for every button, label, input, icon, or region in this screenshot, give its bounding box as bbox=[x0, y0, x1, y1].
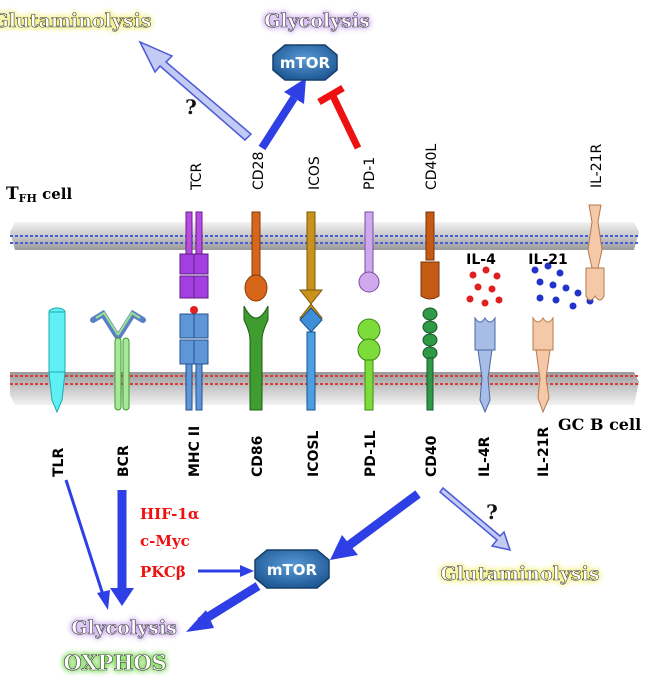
il21r-b-receptor bbox=[532, 316, 554, 414]
glutaminolysis-top-label: Glutaminolysis bbox=[0, 10, 152, 32]
arrow-mtor-glycolysis bbox=[186, 582, 261, 632]
pd1-label: PD-1 bbox=[362, 157, 378, 190]
il4-cytokines bbox=[466, 266, 503, 307]
oxphos-label: OXPHOS bbox=[63, 650, 166, 675]
arrow-pkc-mtor bbox=[198, 565, 254, 577]
pd1l-label: PD-1L bbox=[363, 430, 379, 477]
mtor-top-label: mTOR bbox=[280, 54, 331, 72]
arrow-cd40-glutaminolysis bbox=[438, 486, 512, 552]
il21r-tfh-receptor bbox=[585, 204, 605, 301]
il4r-receptor bbox=[474, 316, 496, 414]
icosl-label: ICOSL bbox=[306, 431, 322, 477]
mtor-top-node: mTOR bbox=[272, 44, 338, 81]
glycolysis-bottom-label: Glycolysis bbox=[71, 617, 177, 639]
question-top-label: ? bbox=[185, 95, 197, 119]
il4-label: IL-4 bbox=[466, 252, 496, 268]
arrow-cd40-mtor bbox=[330, 490, 421, 560]
gcb-cell-label: GC B cell bbox=[558, 415, 641, 434]
cd40l-cd40-complex bbox=[420, 211, 440, 411]
il21r-b-label: IL-21R bbox=[536, 427, 552, 477]
icos-icosl-complex bbox=[298, 211, 324, 411]
mtor-bottom-label: mTOR bbox=[267, 561, 318, 579]
cd28-cd86-complex bbox=[243, 211, 269, 411]
hif1a-label: HIF-1α bbox=[140, 505, 200, 523]
mtor-bottom-node: mTOR bbox=[254, 549, 330, 589]
arrow-tlr-glycolysis bbox=[64, 479, 110, 610]
glutaminolysis-bottom-label: Glutaminolysis bbox=[440, 563, 599, 585]
cd40l-label: CD40L bbox=[424, 144, 440, 190]
icos-label: ICOS bbox=[307, 156, 323, 190]
il21r-tfh-label: IL-21R bbox=[589, 143, 605, 188]
tlr-label: TLR bbox=[51, 448, 67, 477]
il4r-label: IL-4R bbox=[477, 436, 493, 477]
tcr-label: TCR bbox=[189, 162, 205, 191]
il21-cytokines bbox=[531, 262, 594, 310]
arrow-bcr-glycolysis bbox=[110, 490, 134, 606]
inhibit-pd1-mtor bbox=[317, 84, 362, 150]
pkcb-label: PKCβ bbox=[140, 563, 186, 581]
tfh-cell-label: TFH cell bbox=[6, 184, 72, 205]
tfh-membrane bbox=[10, 222, 639, 250]
il21-label: IL-21 bbox=[528, 252, 567, 268]
cd86-label: CD86 bbox=[250, 436, 266, 477]
cd40-label: CD40 bbox=[424, 435, 440, 477]
cmyc-label: c-Myc bbox=[140, 532, 190, 550]
arrow-cd28-mtor bbox=[258, 78, 306, 151]
tlr-receptor bbox=[48, 307, 66, 414]
arrow-cd28-glutaminolysis bbox=[138, 40, 253, 142]
mhc2-label: MHC II bbox=[187, 426, 203, 477]
tcr-mhc-complex bbox=[179, 211, 209, 411]
glycolysis-top-label: Glycolysis bbox=[264, 10, 370, 32]
cd28-label: CD28 bbox=[251, 152, 267, 190]
pd1-pdl1-complex bbox=[357, 211, 381, 411]
question-bottom-label: ? bbox=[486, 500, 498, 524]
bcr-label: BCR bbox=[116, 445, 132, 477]
bcr-receptor bbox=[90, 309, 146, 411]
